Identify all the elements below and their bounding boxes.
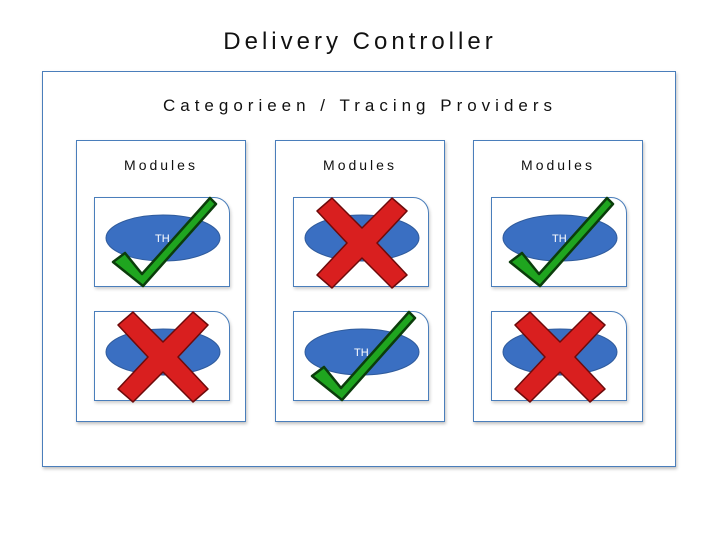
cross-icon <box>514 311 606 403</box>
checkmark-icon <box>508 196 615 288</box>
checkmark-icon <box>310 310 417 402</box>
cross-icon <box>316 197 408 289</box>
checkmark-icon <box>111 196 218 288</box>
module-ellipse-text: TH <box>155 233 170 245</box>
module-card <box>94 311 230 403</box>
module-label: Modules <box>124 157 198 173</box>
module-card <box>293 197 429 289</box>
module-card: TH <box>293 310 429 402</box>
diagram-title: Delivery Controller <box>223 28 497 55</box>
cross-icon <box>117 311 209 403</box>
module-label: Modules <box>323 157 397 173</box>
providers-label: Categorieen / Tracing Providers <box>162 96 558 115</box>
module-card <box>491 311 627 403</box>
module-label: Modules <box>521 157 595 173</box>
module-ellipse-text: TH <box>552 233 567 245</box>
module-ellipse-text: TH <box>354 347 369 359</box>
module-card: TH <box>491 196 627 288</box>
module-card: TH <box>94 196 230 288</box>
controller-box <box>42 71 676 467</box>
